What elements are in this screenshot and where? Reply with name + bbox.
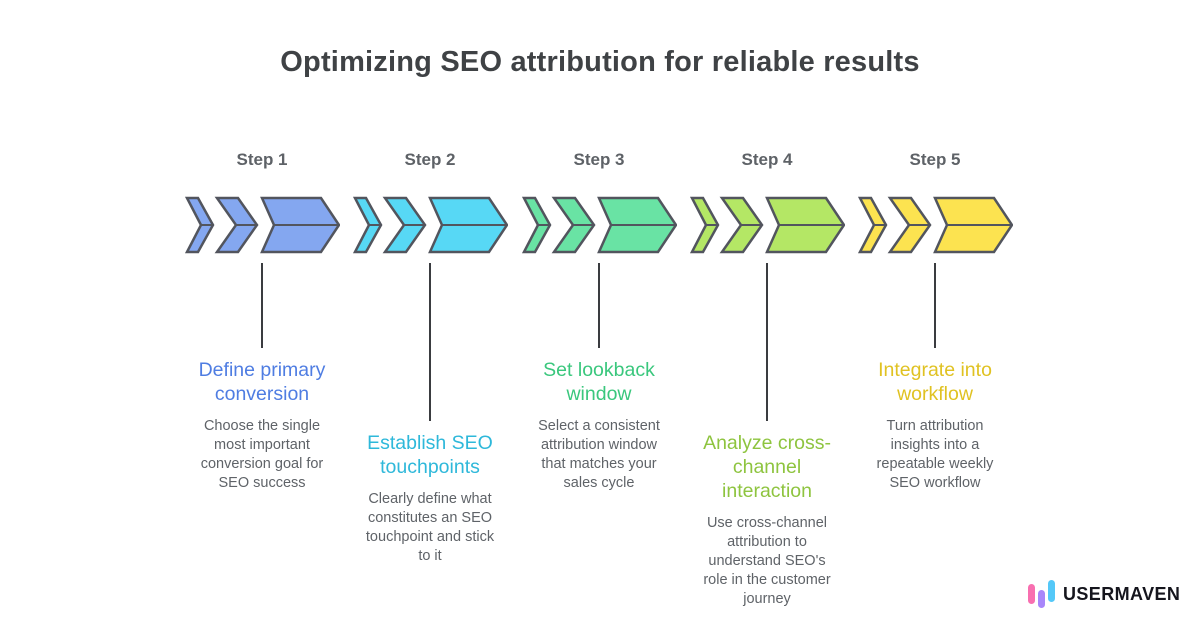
chevron-arrows-icon (521, 196, 677, 254)
step-column-1: Step 1 Define primary conversion Choose … (177, 150, 347, 493)
step-1-heading: Define primary conversion (198, 359, 326, 405)
connector-line (934, 263, 936, 348)
step-3-heading: Set lookback window (543, 359, 655, 405)
chevron-arrows-icon (857, 196, 1013, 254)
chevron-arrows-icon (689, 196, 845, 254)
step-5-label: Step 5 (909, 150, 961, 169)
step-3-description: Select a consistent attribution window t… (538, 418, 660, 491)
usermaven-logo: USERMAVEN (1028, 580, 1180, 608)
chevron-arrows-icon (352, 196, 508, 254)
chevron-arrows-icon (184, 196, 340, 254)
connector-line (261, 263, 263, 348)
connector-line (429, 263, 431, 421)
step-3-label: Step 3 (573, 150, 625, 169)
connector-line (766, 263, 768, 421)
step-1-label: Step 1 (236, 150, 288, 169)
step-column-5: Step 5 Integrate into workflow Turn attr… (850, 150, 1020, 493)
step-2-heading: Establish SEO touchpoints (367, 432, 493, 478)
bar-chart-icon (1028, 580, 1055, 608)
step-5-heading: Integrate into workflow (878, 359, 992, 405)
step-column-2: Step 2 Establish SEO touchpoints Clearly… (345, 150, 515, 566)
step-2-description: Clearly define what constitutes an SEO t… (365, 491, 495, 564)
logo-text: USERMAVEN (1063, 583, 1181, 604)
step-4-heading: Analyze cross-channel interaction (703, 432, 831, 502)
step-4-description: Use cross-channel attribution to underst… (703, 515, 831, 607)
step-2-label: Step 2 (404, 150, 456, 169)
page-title: Optimizing SEO attribution for reliable … (280, 46, 920, 78)
step-1-description: Choose the single most important convers… (200, 418, 324, 491)
step-5-description: Turn attribution insights into a repeata… (876, 418, 994, 491)
step-column-3: Step 3 Set lookback window Select a cons… (514, 150, 684, 493)
step-4-label: Step 4 (741, 150, 793, 169)
step-column-4: Step 4 Analyze cross-channel interaction… (682, 150, 852, 609)
connector-line (598, 263, 600, 348)
